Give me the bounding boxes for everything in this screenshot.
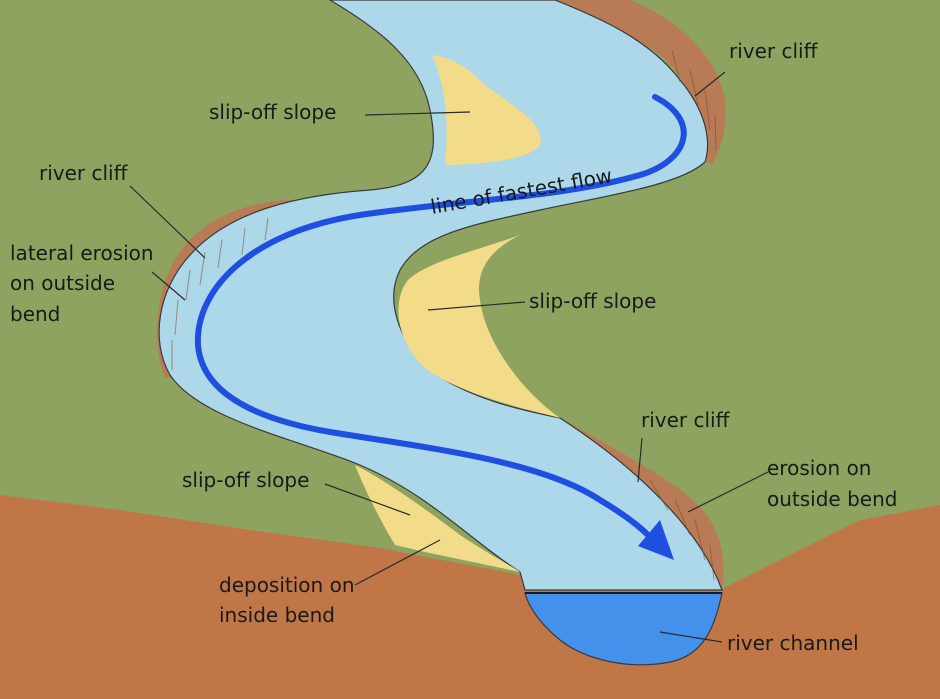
label-lateral-erosion-line3: bend — [10, 302, 60, 326]
slip-off-slope-mid — [398, 235, 560, 418]
label-lateral-erosion-line1: lateral erosion — [10, 241, 154, 265]
leader-lines — [129, 71, 769, 643]
cliff-hatching — [171, 49, 717, 581]
label-river-channel: river channel — [727, 631, 859, 655]
cliff-left-bend — [156, 200, 310, 378]
label-slip-off-slope-mid: slip-off slope — [529, 289, 656, 313]
fastest-flow-arrowhead — [638, 520, 674, 560]
label-erosion-line2: outside bend — [767, 487, 897, 511]
label-deposition-line1: deposition on — [219, 573, 355, 597]
cliff-bottom-right — [560, 418, 724, 590]
slip-off-slope-bottom — [355, 465, 520, 572]
label-river-cliff-top: river cliff — [729, 39, 819, 63]
slip-off-slope-top — [432, 55, 541, 165]
river-channel-water — [524, 592, 723, 666]
label-slip-off-slope-top: slip-off slope — [209, 100, 336, 124]
label-lateral-erosion-line2: on outside — [10, 271, 115, 295]
soil-cross-section — [0, 495, 940, 699]
fastest-flow-arrow — [194, 94, 687, 538]
label-deposition-line2: inside bend — [219, 603, 335, 627]
cliff-top-right — [555, 0, 726, 165]
label-erosion-line1: erosion on — [767, 456, 871, 480]
label-river-cliff-right: river cliff — [641, 408, 731, 432]
label-river-cliff-left: river cliff — [39, 161, 129, 185]
label-slip-off-slope-bottom: slip-off slope — [182, 468, 309, 492]
